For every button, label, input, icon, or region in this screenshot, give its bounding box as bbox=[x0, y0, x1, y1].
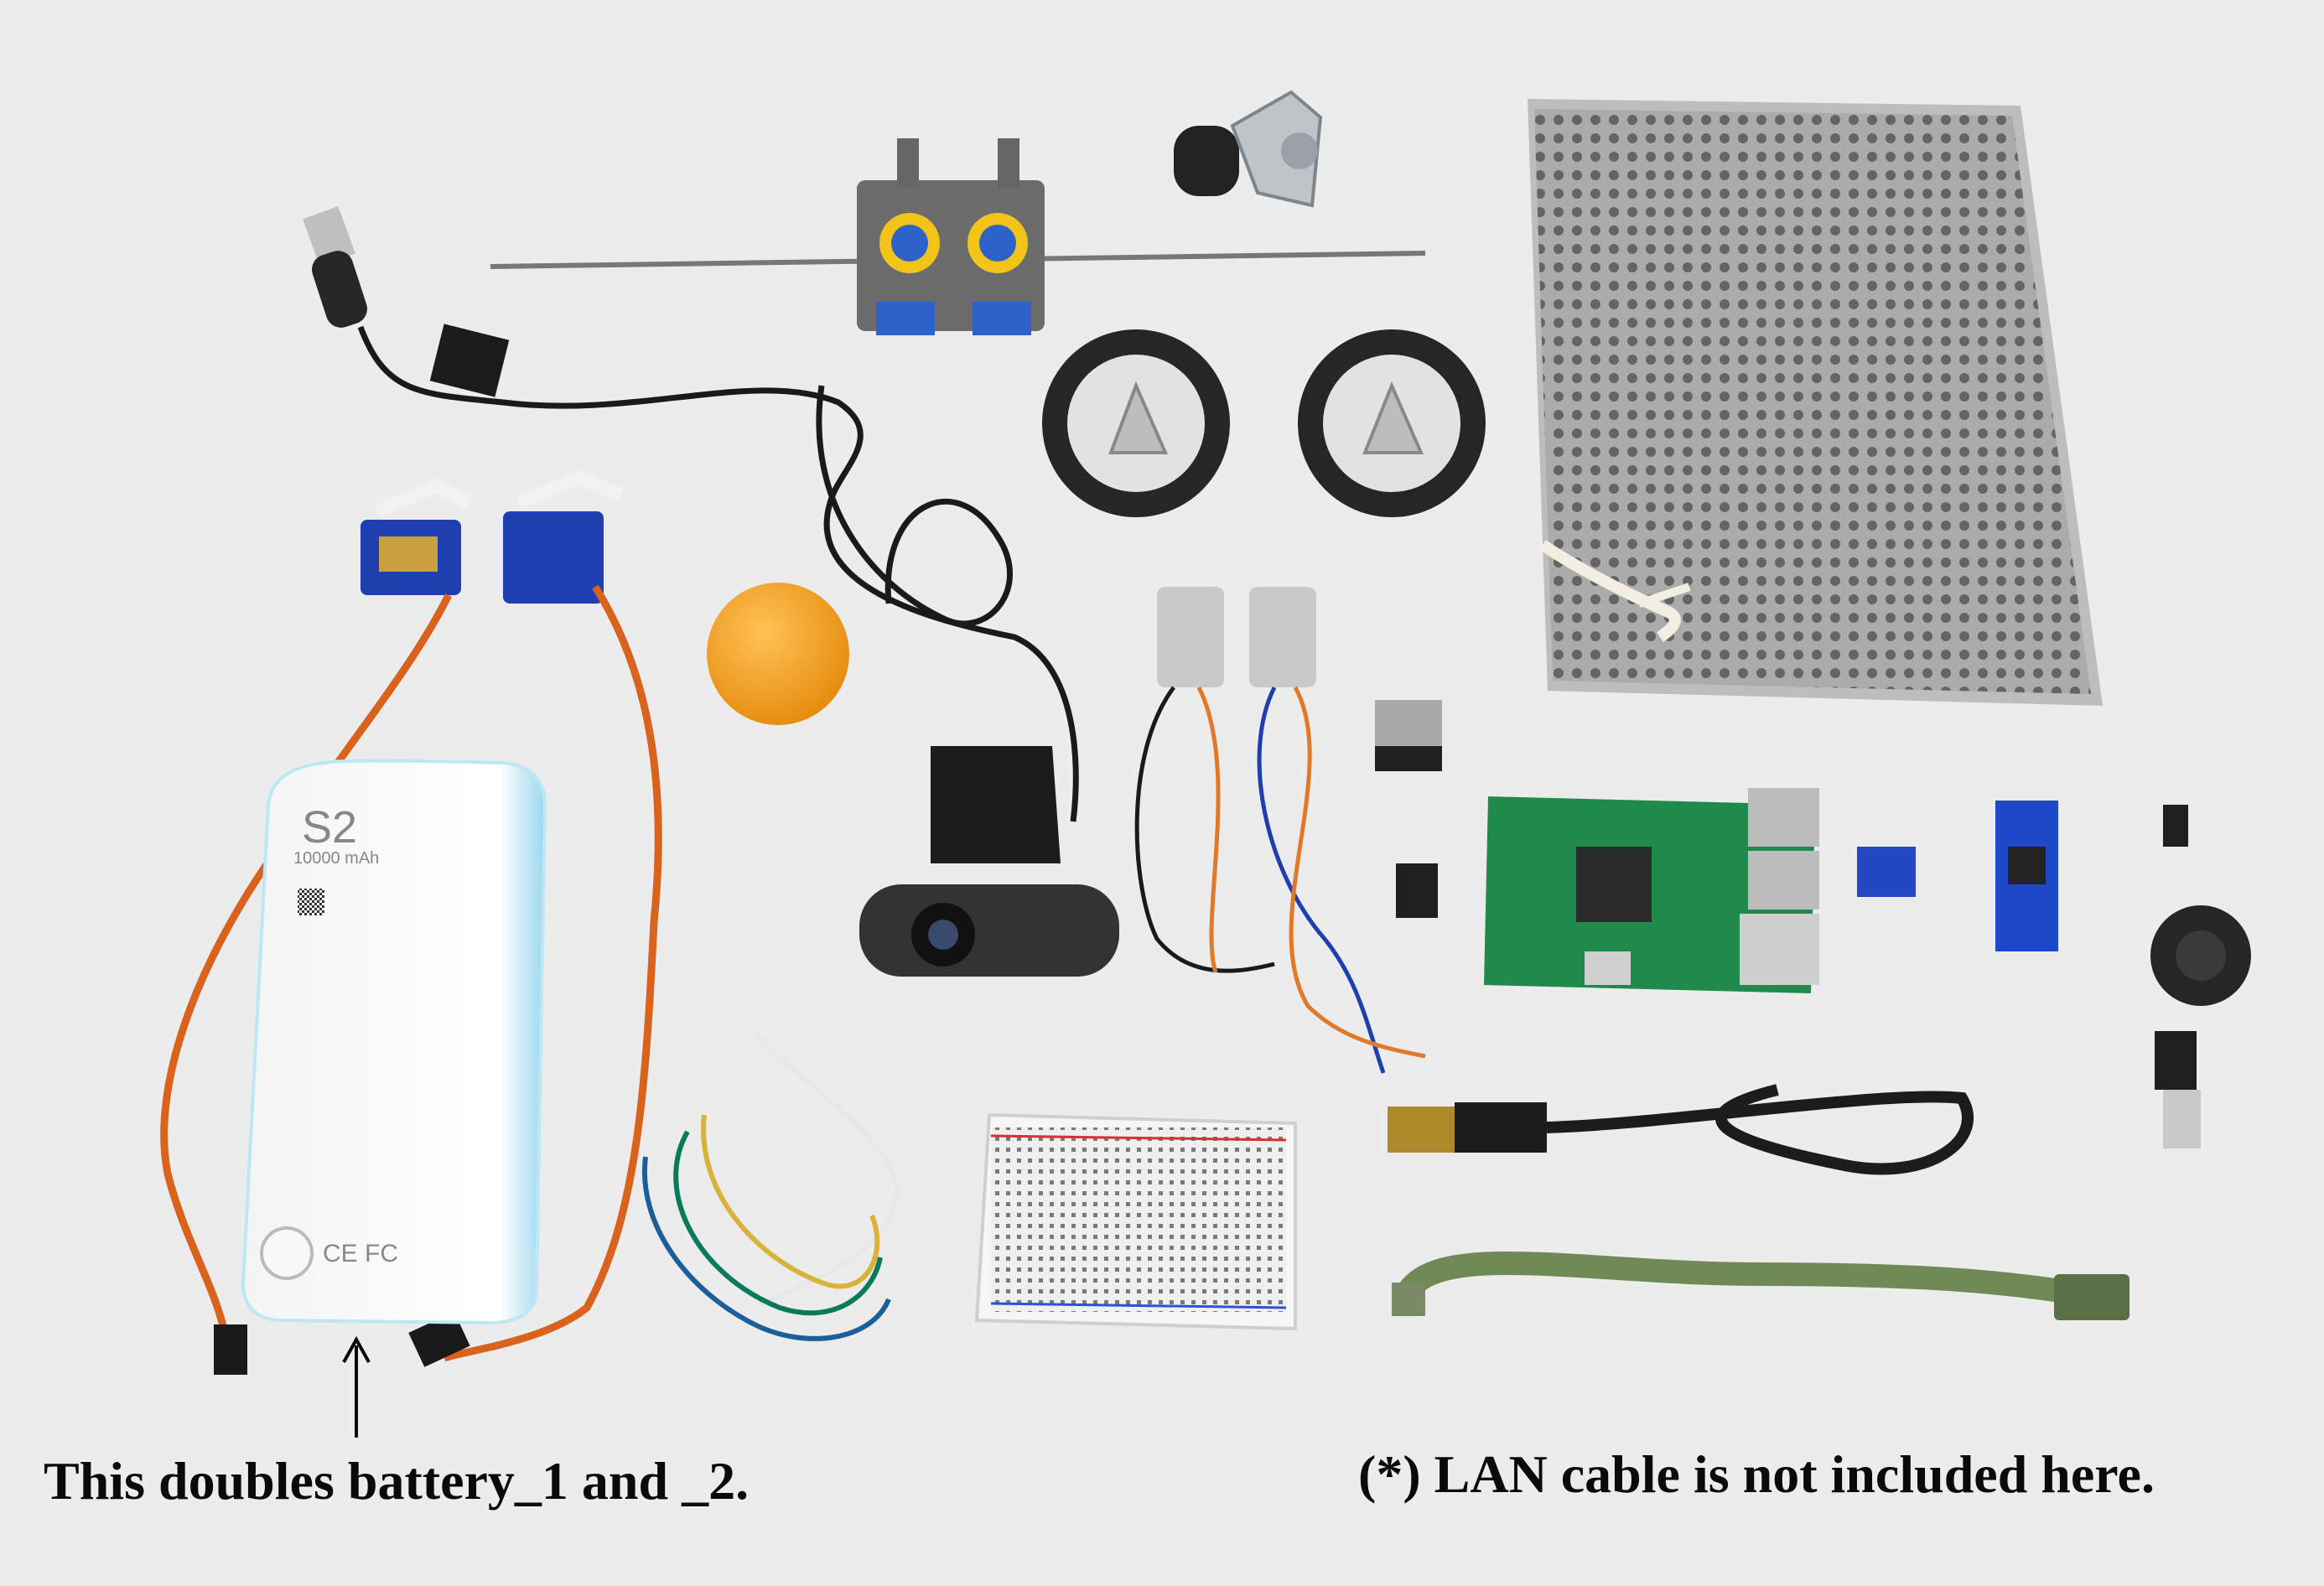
servo-motors bbox=[160, 470, 662, 1375]
micro-sd-card bbox=[1396, 863, 1438, 918]
battery-caption: This doubles battery_1 and _2. bbox=[44, 1451, 750, 1511]
dc-motors bbox=[1134, 587, 1426, 1074]
motor-driver-chip bbox=[1375, 700, 1442, 771]
drive-wheels bbox=[1042, 329, 1486, 517]
power-bank-model-text: S2 bbox=[302, 802, 357, 853]
perforated-base-plate bbox=[1528, 99, 2103, 706]
caster-wheel bbox=[1174, 90, 1323, 208]
level-shifter-module bbox=[1857, 847, 1916, 897]
ping-pong-ball bbox=[707, 583, 849, 725]
twin-motor-gearbox bbox=[490, 138, 1426, 335]
breadboard bbox=[974, 1112, 1297, 1331]
arduino-nano bbox=[1995, 801, 2058, 951]
retractable-usb-cable bbox=[2150, 805, 2251, 1148]
power-bank-cert-marks: CE FC bbox=[323, 1240, 398, 1267]
flat-usb-cable bbox=[1392, 1251, 2129, 1320]
arrow-up-icon bbox=[342, 1335, 371, 1438]
power-bank-capacity-text: 10000 mAh bbox=[293, 849, 379, 868]
lan-cable-caption: (*) LAN cable is not included here. bbox=[1358, 1444, 2155, 1504]
usb-camera-cable bbox=[303, 205, 1079, 822]
webcam bbox=[859, 746, 1119, 977]
raspberry-pi-board bbox=[1484, 788, 1819, 993]
hdmi-cable bbox=[1388, 1084, 1974, 1175]
jumper-wires bbox=[641, 1029, 900, 1341]
power-bank: S2 10000 mAh CE FC bbox=[241, 759, 547, 1325]
